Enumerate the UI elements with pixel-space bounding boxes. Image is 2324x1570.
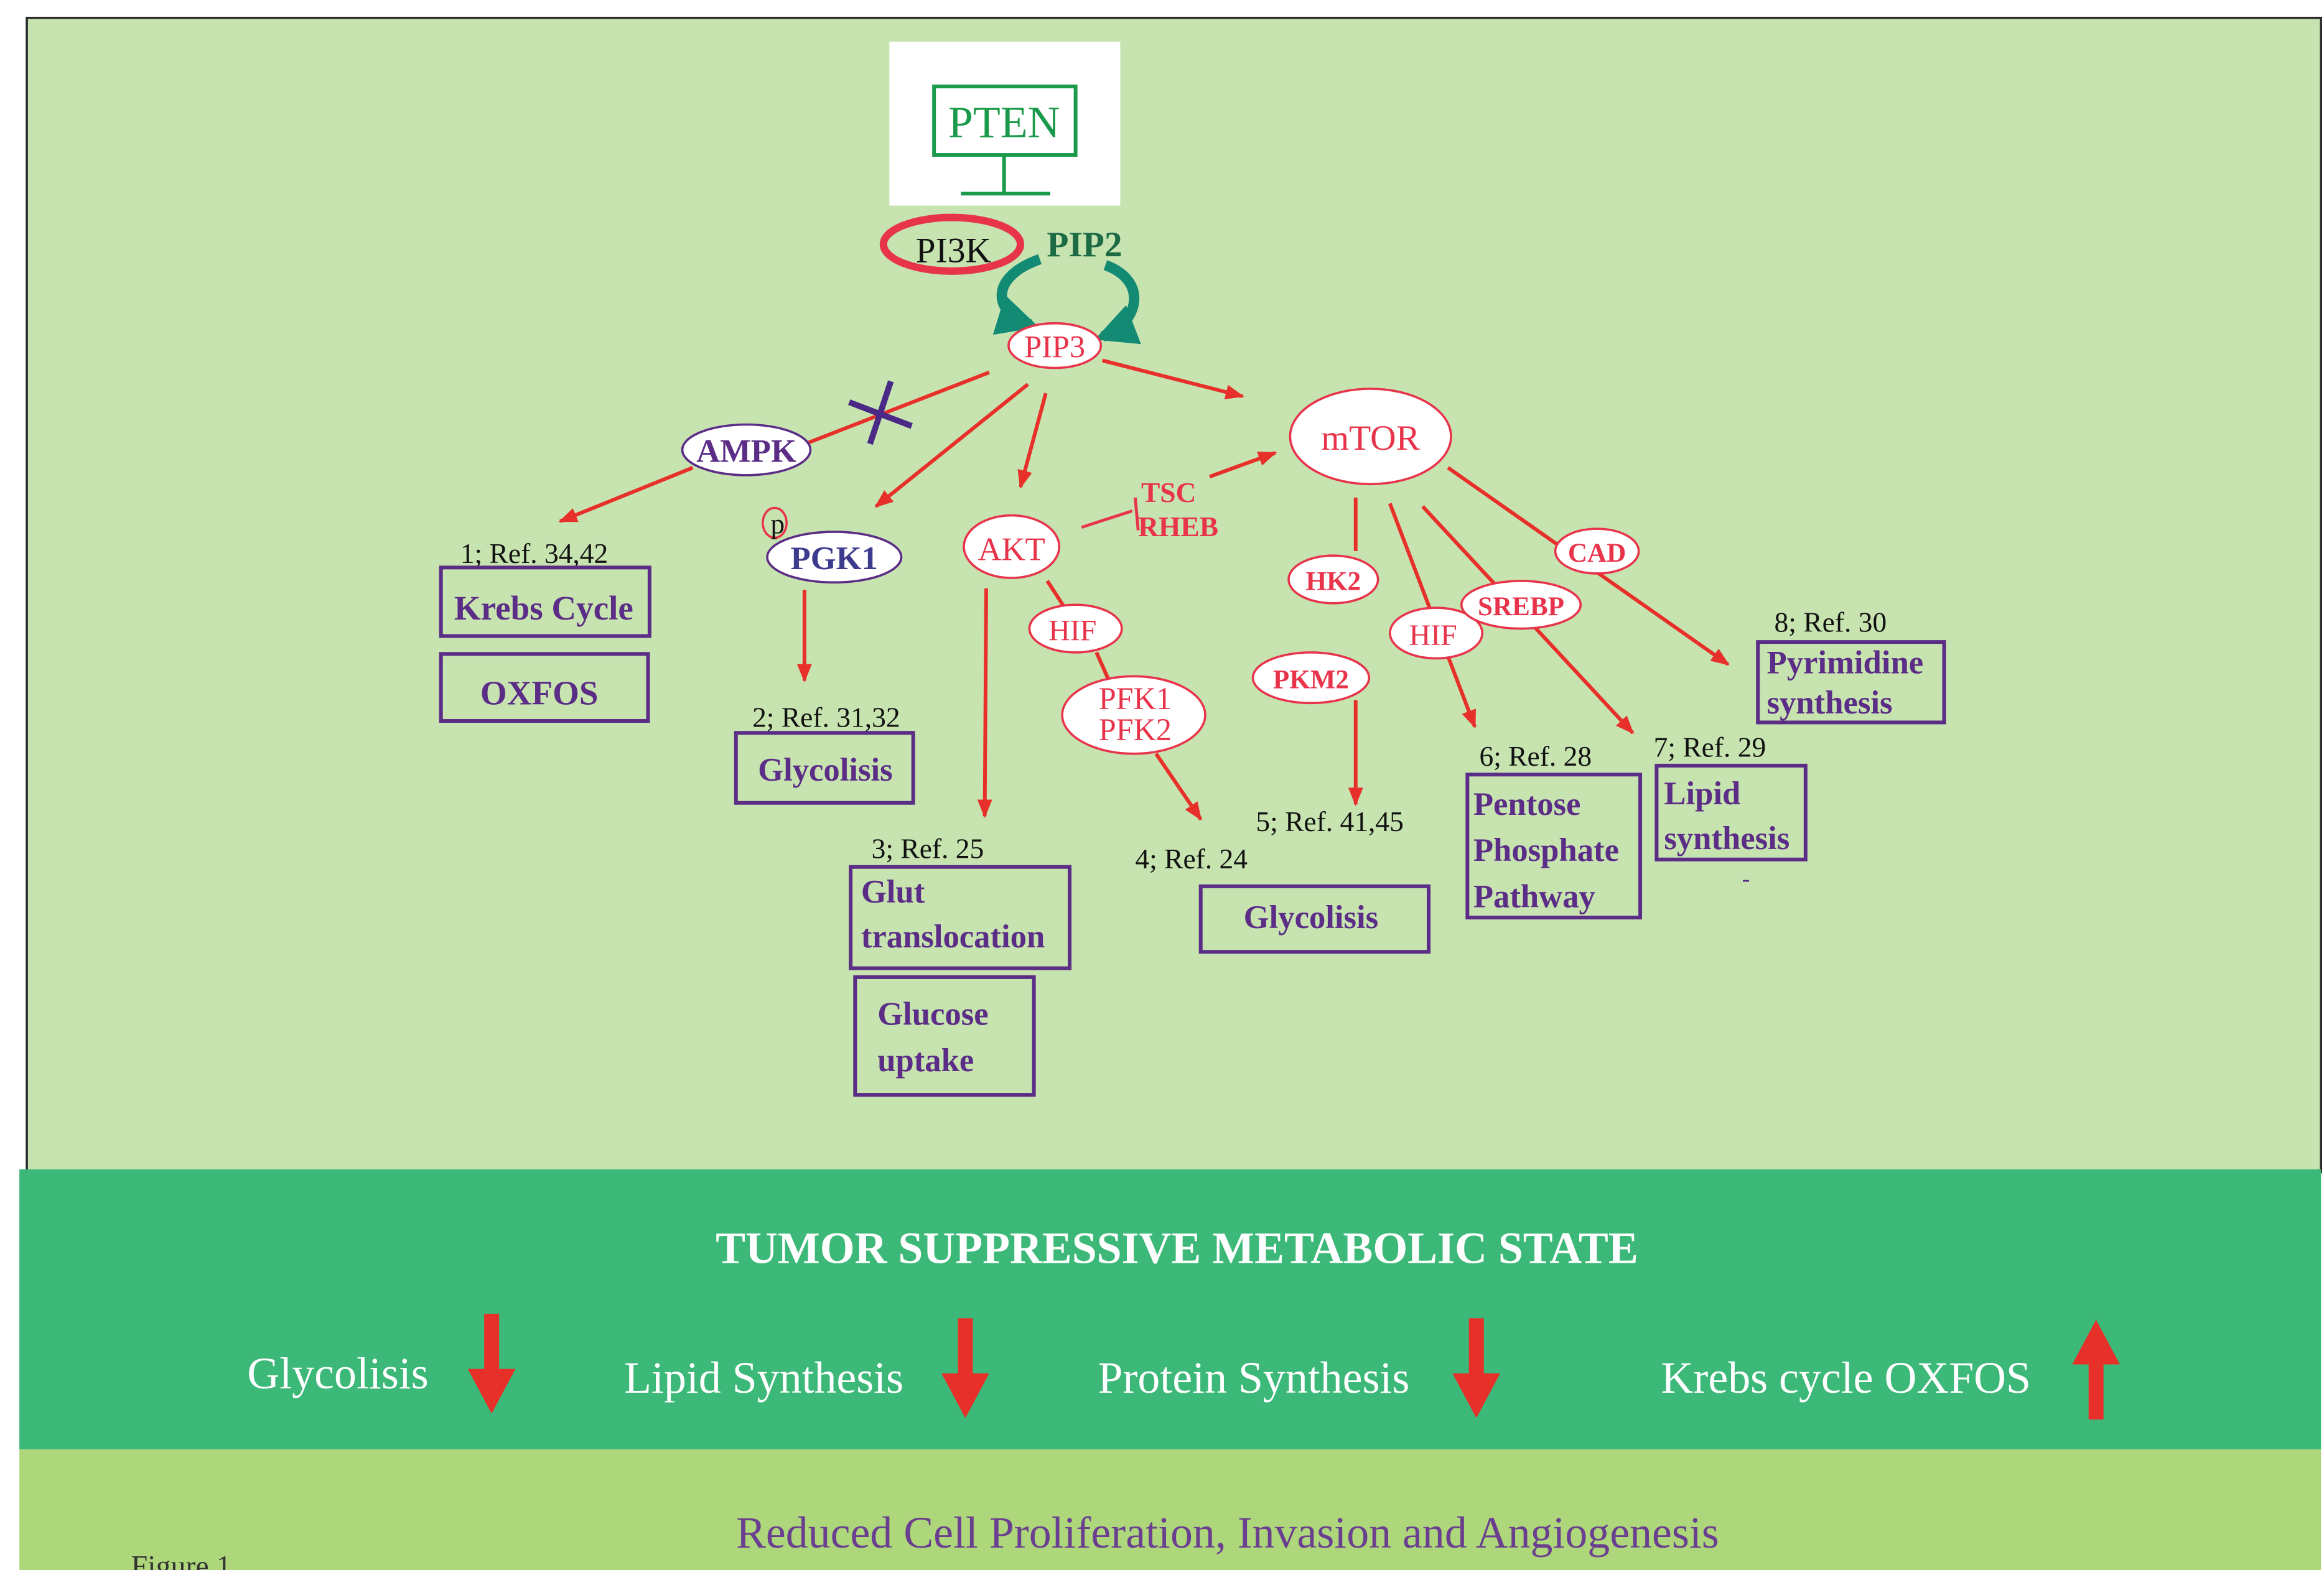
p-circle <box>762 506 788 539</box>
pfk2-label: PFK2 <box>1099 712 1172 747</box>
arrow-akt-glut <box>977 588 992 819</box>
ref-6: 6; Ref. 28 <box>1479 740 1592 772</box>
lipid-synthesis-box <box>1654 763 1808 862</box>
down-arrow-icon <box>467 1314 516 1414</box>
arrow-pip3-mtor <box>1101 358 1244 399</box>
glut-translocation-box <box>849 865 1072 970</box>
metabolic-state-banner <box>19 1169 2322 1450</box>
outcome-band <box>19 1449 2322 1570</box>
banner-item-glycolisis: Glycolisis <box>247 1349 428 1398</box>
pten-label: PTEN <box>948 97 1060 147</box>
ampk-label: AMPK <box>696 433 796 469</box>
ref-4: 4; Ref. 24 <box>1135 843 1248 875</box>
glycolisis-label-4: Glycolisis <box>1244 899 1378 936</box>
tsc-label: TSC <box>1141 476 1196 508</box>
pgk1-label: PGK1 <box>791 541 878 577</box>
pyrimidine-synthesis-box <box>1756 640 1946 725</box>
rheb-label: RHEB <box>1138 511 1218 542</box>
pi3k-label: PI3K <box>916 231 991 270</box>
pip3-node <box>1007 322 1103 369</box>
arrow-pfk-glycolisis <box>1154 753 1203 821</box>
hif-node-akt <box>1028 603 1123 654</box>
mtor-node <box>1289 388 1452 486</box>
lipid-dash: - <box>1742 866 1750 892</box>
pip-cycle-arrow-right <box>1094 260 1141 345</box>
lipid-label-1: Lipid <box>1664 776 1740 812</box>
srebp-label: SREBP <box>1478 592 1564 621</box>
banner-title: TUMOR SUPPRESSIVE METABOLIC STATE <box>716 1224 1638 1273</box>
ref-2: 2; Ref. 31,32 <box>752 702 900 733</box>
hif-label-akt: HIF <box>1048 615 1096 648</box>
akt-inhibit-tsc-line <box>1081 509 1133 529</box>
glucose-uptake-label-2: uptake <box>877 1043 974 1079</box>
akt-node <box>963 514 1061 579</box>
pip3-label: PIP3 <box>1024 330 1085 365</box>
ref-5: 5; Ref. 41,45 <box>1256 806 1403 837</box>
arrow-ampk-krebs <box>558 466 694 523</box>
akt-inhibit-tsc-bar <box>1134 497 1140 531</box>
glycolisis-box-2 <box>734 731 915 805</box>
glycolisis-box-4 <box>1198 884 1431 954</box>
block-x-2 <box>867 380 894 445</box>
pyrimidine-label-2: synthesis <box>1767 685 1893 721</box>
arrow-pip3-pgk1 <box>874 383 1029 508</box>
pgk1-node <box>766 531 903 584</box>
pkm2-label: PKM2 <box>1273 665 1349 694</box>
pip2-label: PIP2 <box>1047 225 1122 264</box>
arrow-pip3-ampk <box>781 370 990 455</box>
oxfos-box <box>439 652 650 723</box>
ref-1: 1; Ref. 34,42 <box>460 537 608 569</box>
lipid-label-2: synthesis <box>1664 820 1790 857</box>
mtor-label: mTOR <box>1321 419 1420 458</box>
glut-label-1: Glut <box>861 874 925 910</box>
arrow-pip3-akt <box>1017 392 1048 489</box>
p-label: p <box>770 508 785 539</box>
glycolisis-label-2: Glycolisis <box>758 752 892 788</box>
up-arrow-icon <box>2072 1319 2120 1420</box>
hk2-node <box>1287 554 1379 605</box>
glut-label-2: translocation <box>861 919 1045 955</box>
pentose-label-3: Pathway <box>1473 878 1595 914</box>
cad-label: CAD <box>1568 539 1626 568</box>
cad-node <box>1554 527 1640 575</box>
srebp-node <box>1460 580 1582 630</box>
krebs-cycle-label: Krebs Cycle <box>454 589 633 627</box>
down-arrow-icon <box>941 1318 989 1418</box>
glucose-uptake-box <box>853 975 1036 1097</box>
glucose-uptake-label-1: Glucose <box>877 996 988 1033</box>
ref-8: 8; Ref. 30 <box>1775 606 1887 638</box>
banner-item-protein: Protein Synthesis <box>1098 1353 1410 1403</box>
hk2-label: HK2 <box>1306 567 1361 596</box>
pentose-phosphate-box <box>1465 773 1643 920</box>
arrow-hif-pfk <box>1094 651 1111 680</box>
pfk1-label: PFK1 <box>1099 681 1172 716</box>
banner-item-lipid: Lipid Synthesis <box>624 1353 903 1403</box>
akt-label: AKT <box>978 531 1045 567</box>
ampk-node <box>681 423 812 476</box>
ref-7: 7; Ref. 29 <box>1654 731 1766 763</box>
hif-node-mtor <box>1389 606 1484 660</box>
figure-caption-fragment: Figure 1 <box>131 1550 231 1570</box>
pfk-node <box>1061 675 1206 755</box>
hif-label-mtor: HIF <box>1409 619 1457 652</box>
ref-3: 3; Ref. 25 <box>872 832 984 864</box>
pip-cycle-arrow-left <box>992 254 1042 335</box>
pentose-label-2: Phosphate <box>1473 832 1619 868</box>
pkm2-node <box>1251 651 1371 705</box>
outcome-text: Reduced Cell Proliferation, Invasion and… <box>736 1508 1719 1558</box>
pi3k-node <box>879 213 1025 275</box>
pentose-label-1: Pentose <box>1473 786 1581 822</box>
banner-item-krebs: Krebs cycle OXFOS <box>1661 1353 2031 1403</box>
diagram-panel <box>26 16 2323 1174</box>
oxfos-label: OXFOS <box>480 674 599 712</box>
down-arrow-icon <box>1452 1318 1500 1418</box>
krebs-cycle-box <box>439 565 651 638</box>
arrow-rheb-mtor <box>1209 451 1277 479</box>
pyrimidine-label-1: Pyrimidine <box>1767 644 1924 680</box>
